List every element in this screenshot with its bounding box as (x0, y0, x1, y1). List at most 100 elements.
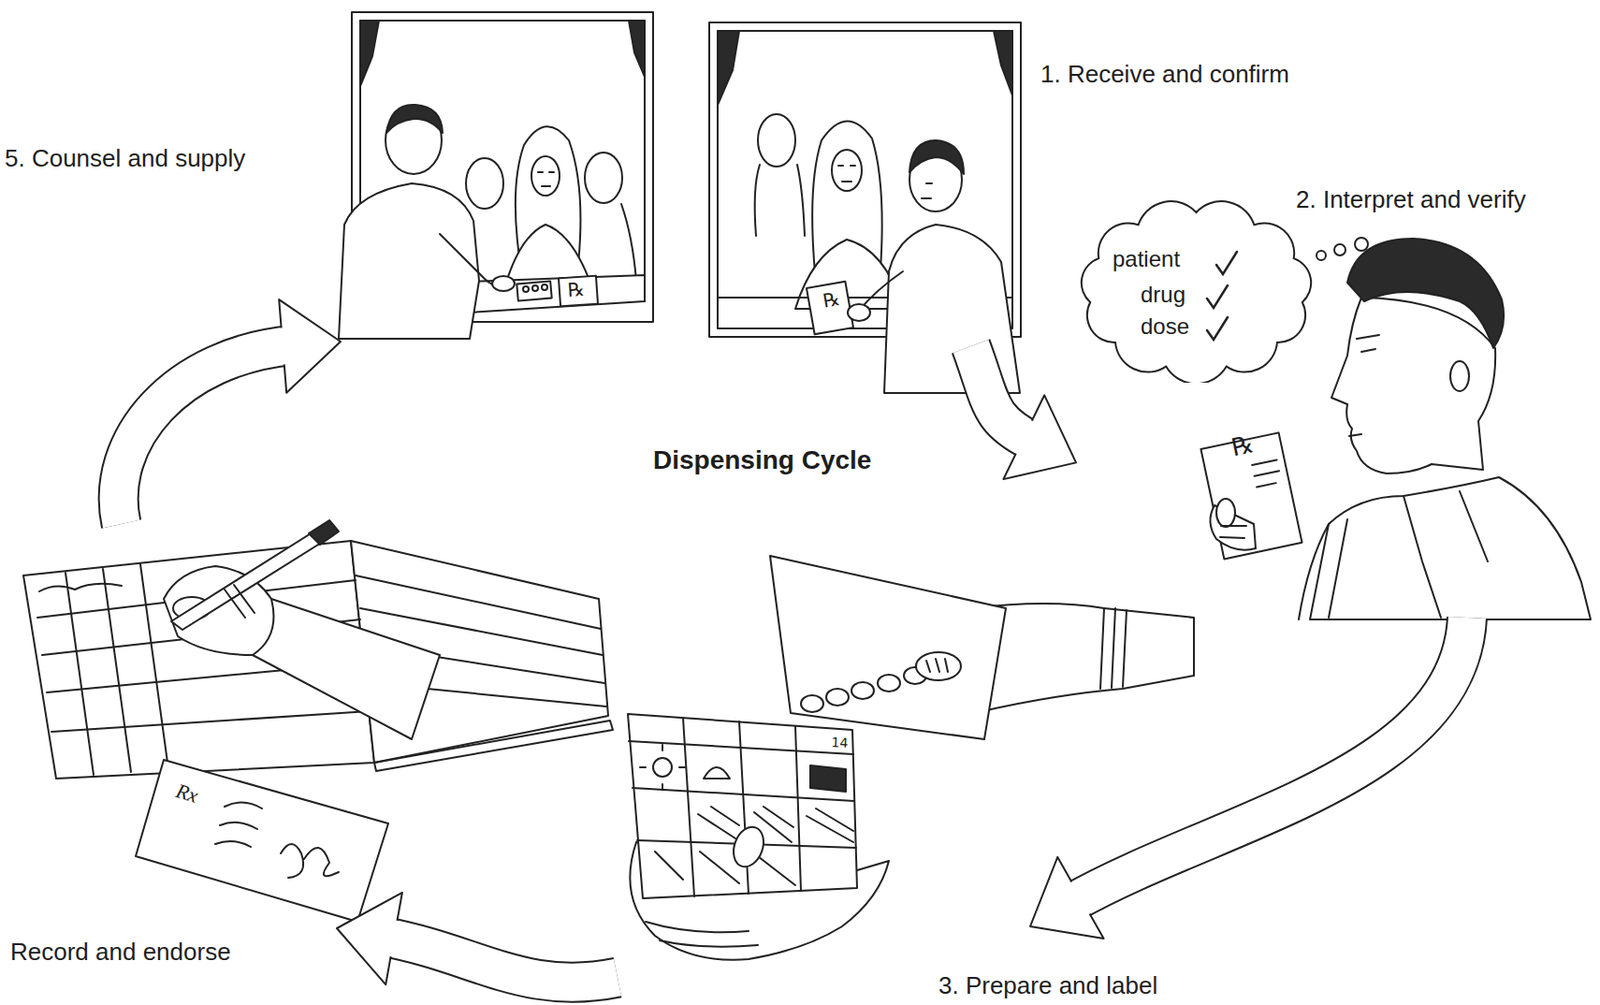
pharmacist-figure-part-part (1251, 459, 1281, 487)
prescription-record-book-part (280, 843, 339, 878)
pharmacy-window-part (812, 120, 883, 283)
labelled-container-part (877, 674, 901, 692)
pharmacist-figure-part (1331, 297, 1496, 474)
stage-scene: Record and endorse (0, 523, 337, 974)
pharmacist-figure-part (1328, 491, 1488, 618)
labelled-container-part (645, 921, 758, 947)
pharmacy-window-part (838, 165, 856, 182)
thought-bubble: patientdrugdose (1076, 199, 1317, 383)
cycle-arrow (118, 299, 341, 524)
prescription-record-book-part (135, 759, 389, 922)
labelled-container-part (903, 667, 927, 684)
pharmacy-window-part (338, 183, 480, 339)
pharmacy-window-part (858, 271, 903, 311)
cycle-arrow (1030, 617, 1468, 939)
prescription-record-book-part (65, 564, 169, 775)
check-mark (1207, 285, 1228, 308)
arrow-shaft-outline (118, 345, 295, 524)
step-label: Record and endorse (10, 937, 232, 966)
prescription-record-book-part (224, 584, 255, 618)
labelled-container-part (627, 713, 858, 899)
labelled-container-part (683, 717, 801, 897)
labelled-container-part (800, 695, 824, 713)
pharmacist-figure-part (1220, 525, 1247, 539)
cycle-arrow (971, 346, 1077, 480)
pharmacy-window-part (628, 20, 645, 77)
pharmacy-window-part (422, 275, 645, 315)
labelled-container-part (851, 682, 874, 699)
pharmacist-figure-part (1450, 361, 1470, 392)
prescription-record-book-part (171, 525, 334, 630)
arrow-shaft-outline (971, 346, 1035, 443)
pharmacist-figure-part (1349, 334, 1380, 437)
arrow-shaft (1071, 617, 1469, 903)
prescription-record-book-part (350, 540, 609, 763)
labelled-container-part (698, 806, 854, 843)
pharmacy-window-part (541, 284, 548, 291)
prescription-record-book-part (37, 580, 370, 732)
labelled-container-part (727, 822, 769, 872)
prescription-record-book-part (374, 720, 613, 771)
pharmacy-window-part (993, 30, 1013, 96)
pharmacist-figure-part (1354, 237, 1368, 251)
pharmacy-window-part (909, 147, 962, 212)
pharmacist-figure-part (1334, 244, 1346, 256)
labelled-container-part (653, 757, 672, 777)
labelled-container-part (629, 842, 889, 960)
checklist-item: drug (1140, 281, 1186, 308)
pharmacist-figure-part (1216, 498, 1236, 527)
pharmacy-window-part (757, 114, 796, 167)
pharmacy-window-part (717, 30, 1013, 329)
arrow-shaft (382, 936, 618, 983)
pharmacy-window-part (847, 304, 871, 321)
pharmacy-window-part (523, 286, 529, 292)
arrow-head (1003, 394, 1077, 480)
prescription-record-book-part (163, 566, 275, 655)
pharmacy-window-part (717, 296, 1013, 299)
pharmacy-window-part (465, 158, 504, 209)
pharmacy-window-part (532, 285, 539, 291)
labelled-container-part (628, 741, 857, 848)
pharmacy-window-part (621, 203, 637, 281)
pharmacy-window-part (795, 239, 904, 309)
arrow-head-joint (281, 328, 285, 365)
pharmacist-figure-part (1309, 477, 1591, 620)
prescription-record-book (23, 520, 613, 922)
arrow-shaft-outline (382, 936, 618, 983)
labelled-container-part (703, 767, 730, 779)
prescription-symbol: ℞ (567, 279, 585, 300)
step-label: 5. Counsel and supply (4, 144, 246, 173)
pharmacy-window-part (515, 126, 582, 264)
pharmacy-window-part (584, 152, 623, 204)
prescription-symbol: Rx (174, 780, 202, 807)
pharmacy-window-part (709, 22, 1021, 337)
labelled-container-part (926, 658, 948, 672)
pharmacy-window-part (492, 276, 515, 291)
cycle-arrow (336, 892, 618, 985)
prescription-record-book-part (215, 801, 262, 847)
check-mark (1216, 251, 1237, 275)
pharmacy-window-part (360, 20, 379, 87)
labelled-container-part (640, 744, 685, 790)
pharmacy-window-part (351, 12, 654, 322)
prescription-record-book-part (308, 520, 339, 545)
pharmacy-window-part (516, 280, 552, 301)
pharmacy-window (338, 12, 654, 339)
pharmacist-figure-part (1347, 238, 1504, 349)
prescription-record-book-part (252, 598, 440, 740)
prescription-record-book-part (39, 583, 122, 592)
labelled-container-part (810, 765, 846, 792)
pharmacy-window-part (505, 224, 592, 286)
pharmacy-window-part (806, 281, 854, 335)
pharmacy-window-part (458, 207, 466, 286)
labelled-container-part (770, 555, 1006, 740)
stage-scene: 3. Prepare and label (617, 926, 1208, 1005)
pharmacy-window (709, 22, 1021, 393)
prescription-record-book-part (355, 575, 607, 707)
prescription-record-book-part (173, 596, 211, 620)
thought-bubble-outline (1081, 201, 1311, 383)
pharmacy-window-part (909, 140, 964, 175)
arrow-shaft-outline (1071, 617, 1469, 903)
pharmacist-figure-part (1209, 505, 1256, 551)
